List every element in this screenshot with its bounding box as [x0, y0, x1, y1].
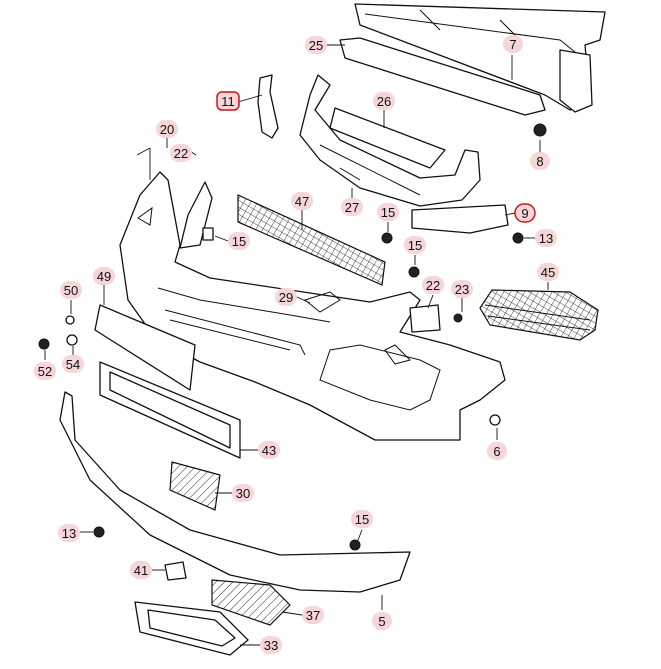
svg-text:43: 43: [262, 443, 276, 458]
svg-text:45: 45: [541, 265, 555, 280]
frame-part-43: [99, 361, 241, 459]
svg-text:15: 15: [355, 512, 369, 527]
svg-text:52: 52: [38, 364, 52, 379]
callout-13-a[interactable]: 13: [535, 229, 557, 247]
callout-45[interactable]: 45: [537, 263, 559, 281]
svg-text:49: 49: [97, 269, 111, 284]
callout-15-c[interactable]: 15: [404, 236, 426, 254]
callout-30[interactable]: 30: [232, 484, 254, 502]
svg-text:54: 54: [66, 357, 80, 372]
callout-7[interactable]: 7: [503, 35, 523, 53]
svg-text:33: 33: [264, 638, 278, 653]
svg-text:23: 23: [455, 282, 469, 297]
carrier-part: [299, 74, 481, 207]
callout-20[interactable]: 20: [156, 120, 178, 138]
svg-text:25: 25: [309, 38, 323, 53]
callout-6[interactable]: 6: [487, 442, 507, 460]
callout-5[interactable]: 5: [372, 612, 392, 630]
plate-part-49: [94, 304, 196, 391]
callout-47[interactable]: 47: [291, 192, 313, 210]
svg-text:11: 11: [221, 94, 235, 109]
svg-text:9: 9: [521, 206, 528, 221]
callout-49[interactable]: 49: [93, 267, 115, 285]
svg-text:22: 22: [174, 146, 188, 161]
callout-23[interactable]: 23: [451, 280, 473, 298]
svg-text:26: 26: [377, 94, 391, 109]
svg-text:22: 22: [426, 278, 440, 293]
callout-27[interactable]: 27: [341, 198, 363, 216]
svg-text:5: 5: [378, 614, 385, 629]
callout-52[interactable]: 52: [34, 362, 56, 380]
callout-15-b[interactable]: 15: [228, 232, 250, 250]
svg-text:13: 13: [62, 526, 76, 541]
callout-15-d[interactable]: 15: [351, 510, 373, 528]
svg-text:37: 37: [306, 608, 320, 623]
svg-text:50: 50: [64, 283, 78, 298]
svg-text:20: 20: [160, 122, 174, 137]
callout-54[interactable]: 54: [62, 355, 84, 373]
cover-part-41: [164, 561, 187, 581]
svg-text:29: 29: [279, 290, 293, 305]
spoiler-part: [59, 391, 411, 593]
svg-text:15: 15: [408, 238, 422, 253]
callout-43[interactable]: 43: [258, 441, 280, 459]
bracket-part-9: [411, 204, 509, 234]
callout-9[interactable]: 9: [514, 203, 536, 223]
callout-11[interactable]: 11: [216, 91, 240, 111]
callout-22-mid[interactable]: 22: [422, 276, 444, 294]
callout-41[interactable]: 41: [130, 561, 152, 579]
svg-text:15: 15: [381, 205, 395, 220]
bar-part-25: [339, 37, 546, 116]
callout-22-top[interactable]: 22: [170, 144, 192, 162]
screw-parts: [38, 123, 547, 551]
svg-text:47: 47: [295, 194, 309, 209]
callout-29[interactable]: 29: [275, 288, 297, 306]
bracket-part-11: [257, 74, 279, 139]
callout-33[interactable]: 33: [260, 636, 282, 654]
callout-15-a[interactable]: 15: [377, 203, 399, 221]
callout-25[interactable]: 25: [305, 36, 327, 54]
leader-lines: [44, 44, 549, 646]
svg-text:30: 30: [236, 486, 250, 501]
svg-text:6: 6: [493, 444, 500, 459]
svg-text:27: 27: [345, 200, 359, 215]
svg-text:15: 15: [232, 234, 246, 249]
callout-37[interactable]: 37: [302, 606, 324, 624]
svg-text:8: 8: [536, 154, 543, 169]
callout-13-b[interactable]: 13: [58, 524, 80, 542]
callout-26[interactable]: 26: [373, 92, 395, 110]
frame-part-33: [134, 601, 249, 656]
svg-text:41: 41: [134, 563, 148, 578]
svg-text:7: 7: [509, 37, 516, 52]
bracket-part-22: [409, 304, 441, 333]
callout-8[interactable]: 8: [530, 152, 550, 170]
bumper-part: [119, 171, 506, 441]
svg-text:13: 13: [539, 231, 553, 246]
callout-50[interactable]: 50: [60, 281, 82, 299]
